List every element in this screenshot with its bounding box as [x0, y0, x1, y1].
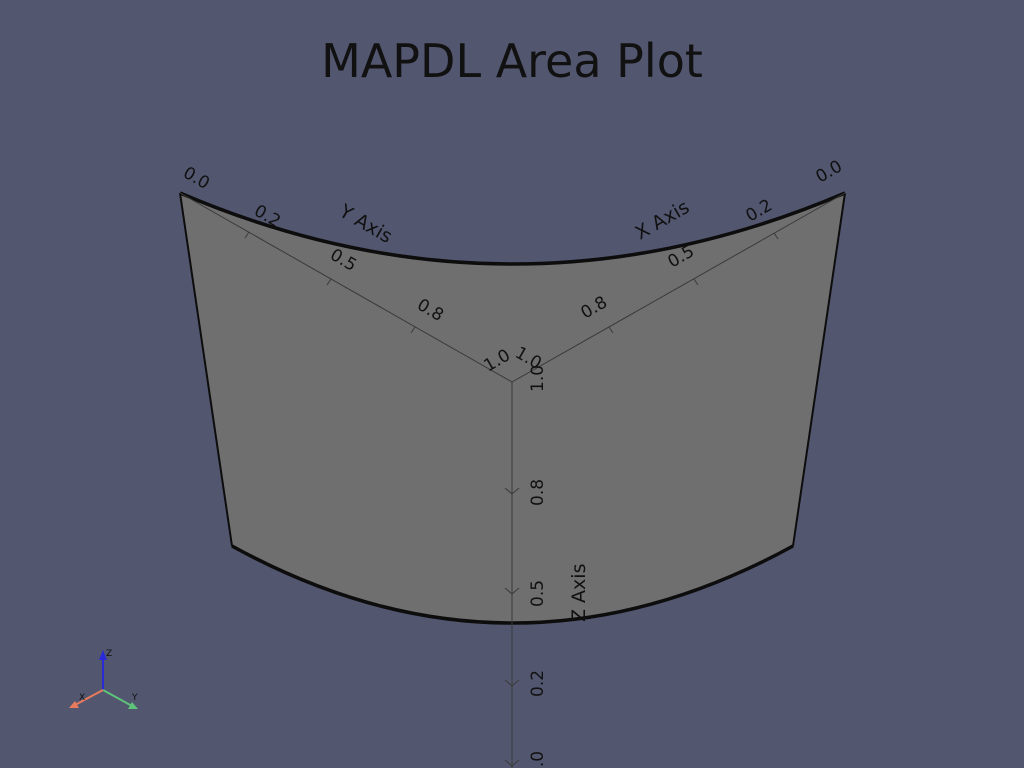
z-tick-label: 0.0 [528, 751, 548, 768]
x-axis-title: X Axis [632, 196, 694, 244]
surface-top-edge [179, 191, 846, 266]
x-axis-tick [608, 326, 614, 334]
z-axis-tick [504, 679, 520, 687]
y-axis-title: Y Axis [335, 200, 396, 248]
x-axis-tick [693, 278, 699, 286]
z-axis-tick [504, 759, 520, 767]
x-tick-label: 0.0 [813, 156, 846, 187]
y-axis-tick [244, 231, 250, 239]
z-axis-tick [504, 587, 520, 595]
z-tick-label: 0.8 [528, 479, 548, 506]
orient-x-arrow [74, 689, 104, 706]
orient-y-arrowhead [128, 702, 138, 709]
z-tick-label: 0.5 [528, 580, 548, 607]
z-axis-tick [504, 487, 520, 495]
orient-z-label: Z [106, 649, 112, 659]
z-tick-label: 1.0 [528, 365, 548, 392]
plot-title: MAPDL Area Plot [321, 34, 703, 88]
z-tick-label: 0.2 [528, 670, 548, 697]
orient-y-label: Y [131, 693, 138, 703]
orient-x-label: X [79, 693, 85, 703]
orient-y-arrow [102, 689, 133, 707]
orient-z-arrowhead [99, 650, 107, 660]
y-tick-label: 0.0 [180, 163, 213, 194]
surface-right-edge [792, 192, 846, 547]
orientation-widget[interactable]: Z Y X [69, 649, 138, 709]
y-axis-tick [410, 326, 416, 334]
x-axis-tick [773, 232, 779, 240]
x-axis-line [511, 192, 846, 383]
z-axis-title: Z Axis [568, 564, 590, 622]
y-axis-line [179, 192, 513, 383]
orient-x-arrowhead [69, 701, 79, 708]
surface-left-edge [179, 192, 233, 547]
y-axis-tick [326, 278, 332, 286]
